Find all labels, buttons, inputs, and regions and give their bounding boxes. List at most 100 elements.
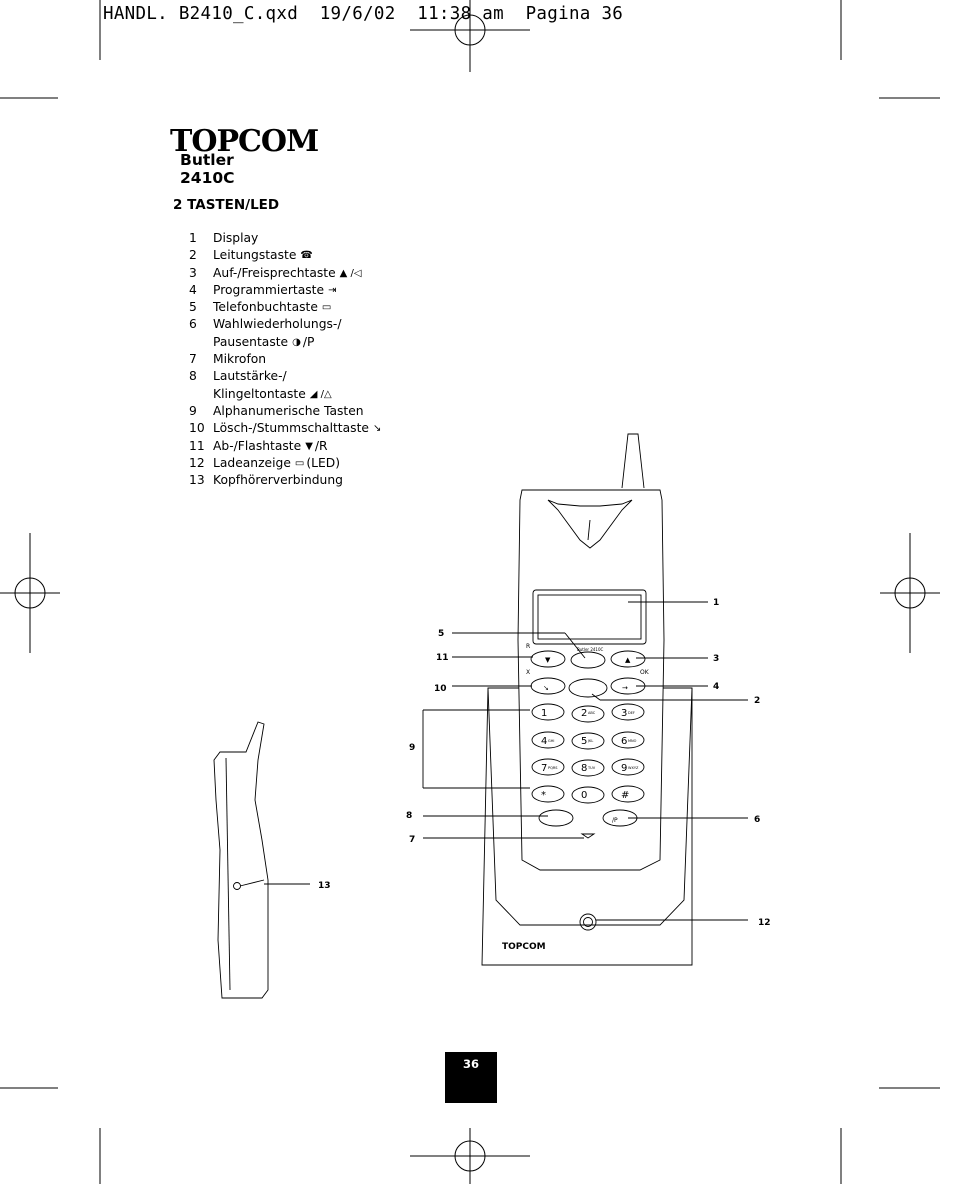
key-label: Kopfhörerverbindung	[213, 473, 343, 488]
key-number: 6	[189, 317, 197, 332]
topcom-logo: TOPCOM	[170, 124, 319, 159]
keypad-letters: ABC	[588, 711, 596, 715]
key-list-item: 12 Ladeanzeige▭(LED)	[189, 455, 381, 472]
section-title: 2 TASTEN/LED	[173, 197, 280, 213]
label-r: R	[526, 643, 530, 650]
key-label: Mikrofon	[213, 352, 267, 367]
program-icon: ⇥	[328, 284, 337, 296]
keypad-letters: WXYZ	[628, 766, 639, 770]
antenna	[621, 433, 645, 489]
model-name: Butler 2410C	[180, 151, 235, 187]
callout-9: 9	[409, 743, 415, 753]
keypad-digit: *	[541, 790, 546, 801]
key-number: 13	[189, 473, 205, 488]
key-label: Programmiertaste	[213, 282, 325, 297]
key-label: Auf-/Freisprechtaste	[213, 265, 336, 280]
key-list-item: 9 Alphanumerische Tasten	[189, 403, 381, 420]
page-number-box: 36	[445, 1052, 497, 1103]
mute-icon: ↘	[372, 423, 382, 435]
keypad-digit: #	[621, 790, 629, 801]
key-label: Display	[213, 231, 259, 245]
key-list-item: 3 Auf-/Freisprechtaste▲ /◁	[189, 265, 381, 282]
led-icon: ▭	[294, 457, 305, 469]
svg-text:↘: ↘	[543, 684, 549, 692]
key-suffix: /P	[302, 334, 315, 349]
key-list-item: Pausentaste◑/P	[189, 334, 381, 351]
callout-12: 12	[758, 918, 771, 928]
handset-model-label: Butler 2410C	[577, 647, 604, 652]
key-number: 3	[189, 265, 197, 280]
callout-2: 2	[754, 696, 760, 706]
label-redial: /P	[612, 817, 618, 824]
label-x: X	[526, 669, 530, 676]
file-slug: HANDL. B2410_C.qxd 19/6/02 11:38 am Pagi…	[103, 4, 624, 24]
callout-10: 10	[434, 684, 447, 694]
page-number: 36	[462, 1057, 479, 1071]
keypad-letters: MNO	[628, 739, 637, 743]
callout-6: 6	[754, 815, 760, 825]
redial-icon: ◑	[292, 336, 301, 348]
callout-1: 1	[713, 598, 719, 608]
key-list-item: 1 Display	[189, 230, 381, 247]
key-label: Alphanumerische Tasten	[213, 403, 364, 418]
key-list-item: Klingeltontaste◢ /△	[189, 386, 381, 403]
key-number: 12	[189, 455, 205, 470]
key-number: 9	[189, 403, 197, 418]
phonebook-icon: ▭	[321, 302, 332, 314]
label-ok: OK	[640, 669, 650, 676]
keypad-digit: 1	[541, 708, 547, 719]
base-logo: TOPCOM	[502, 942, 546, 952]
key-label: Pausentaste	[213, 334, 289, 349]
key-label: Ab-/Flashtaste	[213, 438, 302, 453]
down-icon: ▼	[305, 440, 313, 452]
keypad-digit: 2	[581, 708, 587, 719]
callout-3: 3	[713, 654, 719, 664]
key-number: 5	[189, 300, 197, 315]
keypad-digit: 0	[581, 790, 587, 801]
key-number: 1	[189, 231, 197, 245]
key-label: Lautstärke-/	[213, 369, 287, 384]
key-label: Lösch-/Stummschalttaste	[213, 421, 369, 436]
key-label: Wahlwiederholungs-/	[213, 317, 342, 332]
key-list-item: 13 Kopfhörerverbindung	[189, 472, 381, 489]
svg-text:▼: ▼	[545, 656, 551, 664]
keypad-digit: 6	[621, 736, 627, 747]
key-number: 8	[189, 369, 197, 384]
keypad-digit: 8	[581, 763, 587, 774]
key-list-item: 8 Lautstärke-/	[189, 368, 381, 385]
key-number: 11	[189, 438, 205, 453]
callout-7: 7	[409, 835, 415, 845]
key-number: 2	[189, 248, 197, 263]
key-number: 7	[189, 352, 197, 367]
key-list-item: 4 Programmiertaste⇥	[189, 282, 381, 299]
key-number: 4	[189, 282, 197, 297]
callout-11: 11	[436, 653, 449, 663]
key-number: 10	[189, 421, 205, 436]
keypad-letters: TUV	[587, 766, 596, 770]
keypad-letters: JKL	[587, 739, 593, 743]
key-list-item: 6 Wahlwiederholungs-/	[189, 316, 381, 333]
key-suffix: (LED)	[306, 455, 341, 470]
keypad-letters: GHI	[548, 739, 554, 743]
key-label: Leitungstaste	[213, 248, 297, 263]
volume-ring-icon: ◢ /△	[309, 388, 332, 400]
keypad-digit: 4	[541, 736, 547, 747]
side-view-handset	[213, 721, 269, 999]
svg-text:→: →	[622, 684, 628, 692]
svg-text:▲: ▲	[625, 656, 631, 664]
keypad-letters: DEF	[628, 711, 635, 715]
keypad-digit: 7	[541, 763, 547, 774]
key-label: Ladeanzeige	[213, 455, 291, 470]
key-list-item: 10 Lösch-/Stummschalttaste↘	[189, 420, 381, 437]
key-label: Klingeltontaste	[213, 386, 306, 401]
up-speaker-icon: ▲ /◁	[339, 267, 362, 279]
key-list-item: 7 Mikrofon	[189, 351, 381, 368]
keypad-letters: PQRS	[548, 766, 558, 770]
